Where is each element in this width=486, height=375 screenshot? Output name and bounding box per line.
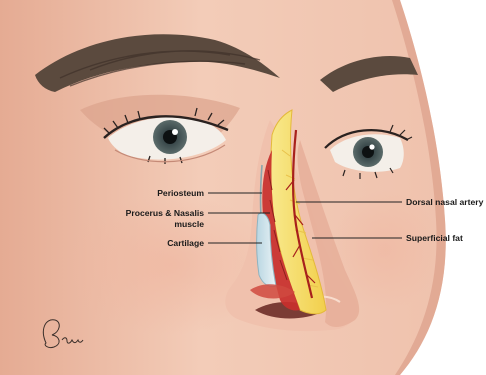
label-superficial-fat: Superficial fat [406,233,463,243]
label-procerus-line2: muscle [174,219,204,229]
label-cartilage: Cartilage [167,238,204,248]
label-procerus-line1: Procerus & Nasalis [126,208,205,218]
right-eye-highlight [369,144,374,149]
label-periosteum: Periosteum [157,188,204,198]
label-dorsal-nasal-artery: Dorsal nasal artery [406,197,484,207]
left-eye-highlight [172,129,178,135]
